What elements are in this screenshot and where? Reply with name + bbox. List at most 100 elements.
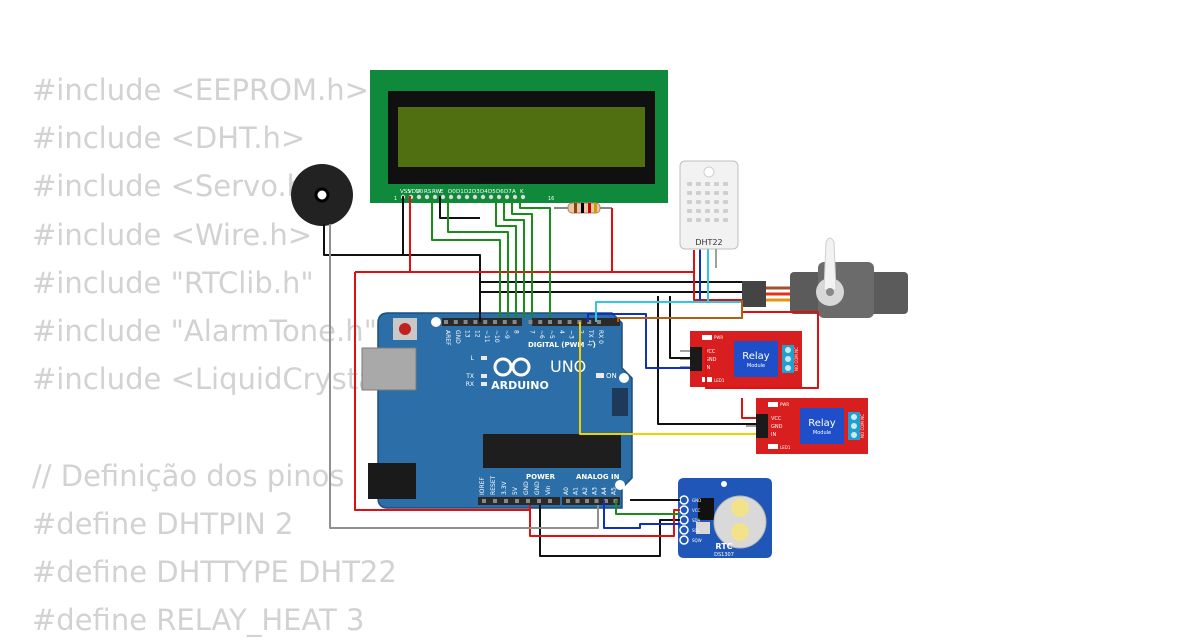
header-pin[interactable] (526, 499, 530, 503)
dht-vent (723, 209, 728, 213)
header-pin[interactable] (483, 320, 488, 324)
power-pin-label: Vin (545, 485, 552, 495)
lcd-pin[interactable] (512, 194, 518, 200)
header-pin[interactable] (594, 499, 599, 503)
digital-header-left (442, 318, 522, 326)
power-header-label: POWER (526, 473, 556, 481)
wire-red (354, 272, 530, 511)
header-pin[interactable] (515, 499, 519, 503)
header-pin[interactable] (512, 320, 517, 324)
header-pin[interactable] (604, 499, 608, 503)
terminal-screw (785, 356, 791, 362)
header-pin[interactable] (566, 499, 570, 503)
lcd-pin[interactable] (440, 194, 446, 200)
led-label: TX (465, 373, 474, 380)
lcd-pin[interactable] (464, 194, 470, 200)
lcd-pin[interactable] (416, 194, 422, 200)
code-line: #include "RTClib.h" (32, 265, 314, 300)
header-pin[interactable] (493, 320, 497, 324)
relay-pin-label: GND (705, 357, 717, 363)
dht-vent (687, 209, 692, 213)
buzzer[interactable] (291, 164, 353, 226)
terminal-screw (785, 365, 791, 371)
led-l (481, 356, 487, 360)
wire-red (705, 311, 819, 389)
header-pin[interactable] (444, 320, 448, 324)
header-pin[interactable] (597, 320, 601, 324)
lcd-pin[interactable] (480, 194, 486, 200)
arduino-uno-board[interactable]: ARDUINO UNO DIGITAL (PWM ~) POWER ANALOG… (361, 312, 633, 509)
rtc-pin-label: SQW (692, 538, 702, 543)
relay-pwr-label: PWR (714, 335, 723, 340)
header-pin[interactable] (528, 320, 533, 324)
lcd-pin[interactable] (432, 194, 438, 200)
lcd-pin[interactable] (424, 194, 430, 200)
lcd-pin[interactable] (520, 194, 526, 200)
rtc-pin-label: SDA (692, 518, 701, 523)
header-pin[interactable] (482, 499, 486, 503)
lcd-pin[interactable] (488, 194, 494, 200)
analog-pin-label: A5 (611, 487, 618, 495)
lcd-pin[interactable] (496, 194, 502, 200)
digital-pin-label: ~9 (503, 330, 510, 339)
header-pin[interactable] (548, 320, 552, 324)
header-pin[interactable] (493, 499, 497, 503)
dht-vent (696, 209, 701, 213)
lcd-pin[interactable] (472, 194, 478, 200)
header-pin[interactable] (538, 320, 543, 324)
header-pin[interactable] (502, 320, 507, 324)
header-pin[interactable] (575, 499, 580, 503)
lcd-pin[interactable] (448, 194, 454, 200)
dht-vent (687, 200, 692, 204)
wire-green (447, 196, 509, 318)
relay-terminal-label: NO COM NC (860, 414, 865, 438)
power-pin-label: 5V (512, 486, 519, 495)
analog-header (562, 497, 620, 505)
lcd-pin-label: RS (424, 189, 432, 195)
header-pin[interactable] (453, 320, 458, 324)
wire-red (741, 398, 756, 419)
header-pin[interactable] (548, 499, 552, 503)
digital-pin-label: TX 1 (587, 329, 594, 344)
header-pin[interactable] (585, 499, 589, 503)
led-label: RX (466, 381, 474, 388)
rtc-pin-label: SCL (692, 528, 700, 533)
servo-horn[interactable] (823, 237, 837, 291)
relay-pin-header (690, 347, 702, 371)
lcd-pin-last: 16 (548, 196, 554, 202)
dht-vent (714, 200, 719, 204)
coin-cell-holder (713, 495, 767, 549)
rtc-chip (698, 498, 714, 520)
lcd-pin-label: D1 (456, 189, 464, 195)
wire-red (529, 505, 680, 537)
dht-vent (723, 191, 728, 195)
servo-connector (742, 281, 766, 307)
header-pin[interactable] (504, 499, 508, 503)
header-pin[interactable] (587, 320, 592, 324)
power-pin-label: 3.3V (501, 480, 508, 495)
servo-motor[interactable] (742, 237, 908, 318)
wire-cyan (595, 301, 742, 322)
code-line: #include "AlarmTone.h" (32, 313, 377, 348)
digital-pin-label: 8 (513, 330, 520, 334)
pwr-led (768, 402, 778, 407)
header-pin[interactable] (537, 499, 541, 503)
digital-pin-label: 7 (528, 330, 535, 334)
header-pin[interactable] (473, 320, 478, 324)
lcd-pin[interactable] (504, 194, 510, 200)
relay-terminal-label: NO COM NC (794, 347, 799, 371)
header-pin[interactable] (557, 320, 562, 324)
dht-vent (705, 191, 710, 195)
header-pin[interactable] (567, 320, 572, 324)
reset-button[interactable] (399, 323, 411, 335)
header-pin[interactable] (463, 320, 468, 324)
wire-red (612, 250, 695, 273)
lcd-pin[interactable] (456, 194, 462, 200)
lcd-pin-label: RW (432, 189, 442, 195)
resistor[interactable] (554, 202, 612, 214)
code-line: #define DHTPIN 2 (32, 506, 294, 541)
